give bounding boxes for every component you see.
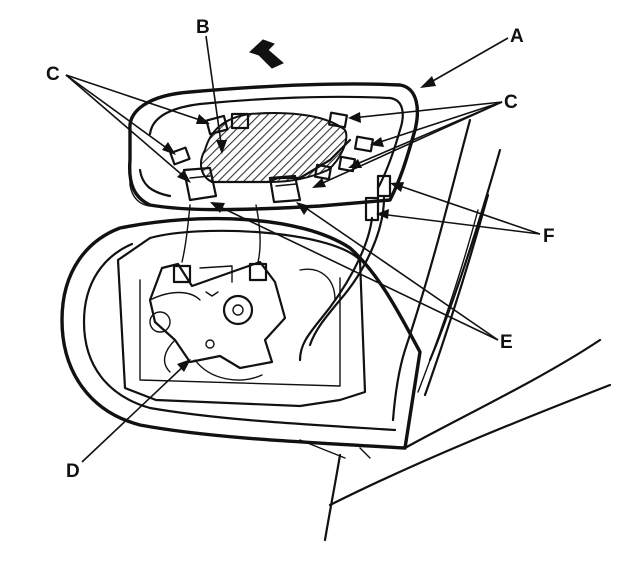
label-e: E — [500, 332, 513, 353]
label-a: A — [510, 26, 524, 47]
label-f: F — [543, 226, 555, 247]
leader-lines — [65, 35, 541, 463]
heater-wire — [181, 174, 392, 362]
mirror-housing — [60, 216, 422, 450]
pivot-tabs — [182, 166, 302, 204]
label-c-right: C — [504, 92, 518, 113]
mirror-motor — [148, 260, 287, 381]
label-c-left: C — [46, 64, 60, 85]
label-d: D — [66, 461, 80, 482]
label-b: B — [196, 17, 210, 38]
removal-direction-arrow — [249, 39, 284, 69]
mirror-opening — [199, 111, 352, 184]
callout-labels: A B C C D E F — [46, 17, 555, 482]
door-panel — [299, 118, 612, 542]
